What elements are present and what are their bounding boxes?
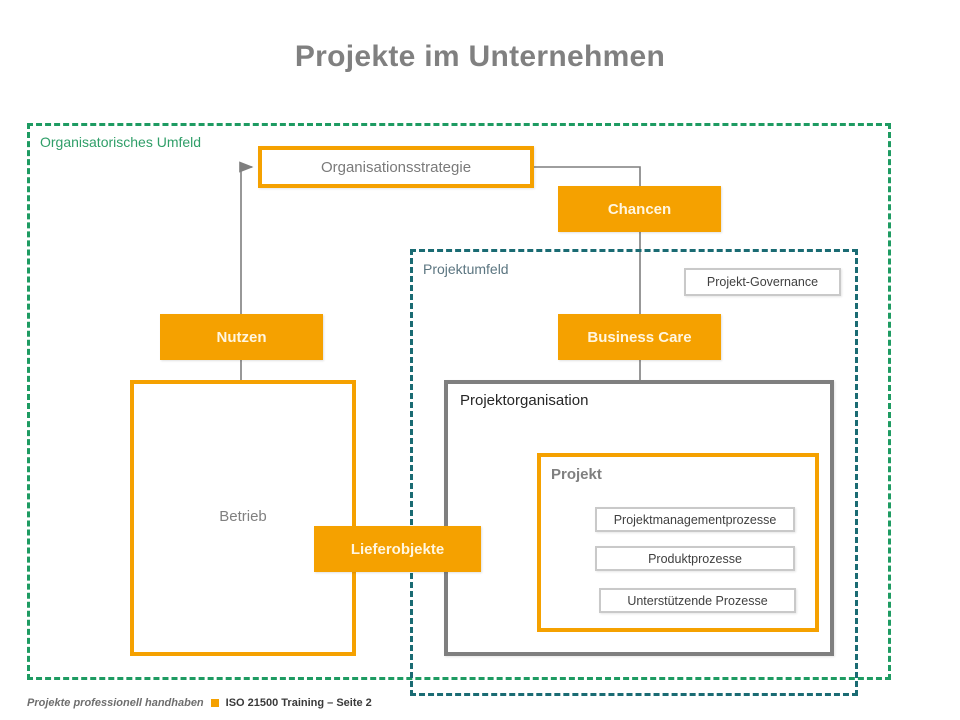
project-environment-label: Projektumfeld: [423, 261, 509, 277]
business-care-box[interactable]: Business Care: [558, 314, 721, 360]
process-item-unterstuetzende-prozesse[interactable]: Unterstützende Prozesse: [599, 588, 796, 613]
projekt-governance-label: Projekt-Governance: [706, 275, 819, 289]
footer-right-text: ISO 21500 Training – Seite 2: [225, 697, 372, 709]
nutzen-label: Nutzen: [216, 328, 267, 346]
page-title: Projekte im Unternehmen: [294, 40, 666, 73]
organisationsstrategie-label: Organisationsstrategie: [320, 158, 472, 176]
process-item-projektmanagementprozesse[interactable]: Projektmanagementprozesse: [595, 507, 795, 532]
process-label: Projektmanagementprozesse: [613, 512, 777, 527]
betrieb-label: Betrieb: [219, 508, 267, 525]
process-item-produktprozesse[interactable]: Produktprozesse: [595, 546, 795, 571]
orange-square-icon: [210, 699, 219, 707]
organisationsstrategie-box[interactable]: Organisationsstrategie: [258, 146, 534, 188]
chancen-label: Chancen: [607, 200, 672, 218]
business-care-label: Business Care: [587, 328, 692, 346]
organisational-environment-container: [27, 123, 891, 680]
lieferobjekte-label: Lieferobjekte: [350, 540, 445, 558]
process-label: Produktprozesse: [648, 551, 742, 566]
footer-left-text: Projekte professionell handhaben: [27, 697, 204, 709]
organisational-environment-label: Organisatorisches Umfeld: [40, 134, 202, 150]
process-label: Unterstützende Prozesse: [627, 593, 768, 608]
lieferobjekte-box[interactable]: Lieferobjekte: [314, 526, 481, 572]
projektorganisation-label: Projektorganisation: [460, 392, 589, 409]
projekt-label: Projekt: [551, 466, 602, 483]
projekt-governance-box[interactable]: Projekt-Governance: [684, 268, 841, 296]
footer: Projekte professionell handhaben ISO 215…: [27, 697, 372, 709]
chancen-box[interactable]: Chancen: [558, 186, 721, 232]
betrieb-container[interactable]: [130, 380, 356, 656]
nutzen-box[interactable]: Nutzen: [160, 314, 323, 360]
project-environment-container: [410, 249, 858, 696]
